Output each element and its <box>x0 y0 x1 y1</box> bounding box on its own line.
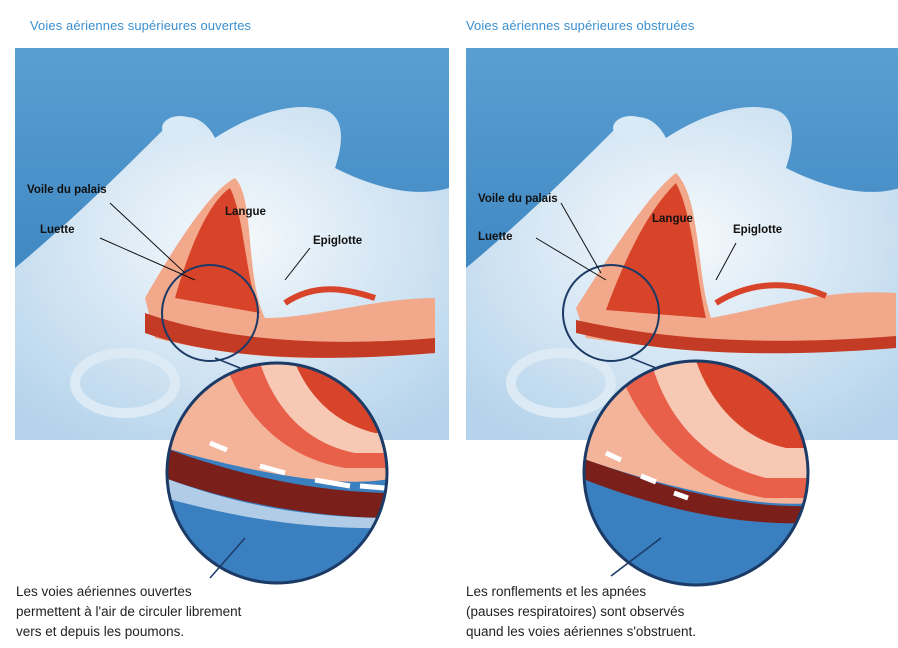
label-soft-palate: Voile du palais <box>478 193 558 205</box>
nose <box>613 116 649 140</box>
airflow-arrow-4 <box>360 486 385 488</box>
label-uvula: Luette <box>478 231 513 243</box>
panel-title-open: Voies aériennes supérieures ouvertes <box>30 18 251 33</box>
caption-line: vers et depuis les poumons. <box>16 622 241 642</box>
label-epiglottis: Epiglotte <box>313 235 362 247</box>
caption-line: quand les voies aériennes s'obstruent. <box>466 622 696 642</box>
caption-open: Les voies aériennes ouvertes permettent … <box>16 582 241 642</box>
label-soft-palate: Voile du palais <box>27 184 107 196</box>
open-airway-svg <box>15 48 449 548</box>
label-uvula: Luette <box>40 224 75 236</box>
caption-line: permettent à l'air de circuler librement <box>16 602 241 622</box>
nose <box>162 116 198 140</box>
panel-title-obstructed: Voies aériennes supérieures obstruées <box>466 18 694 33</box>
caption-line: (pauses respiratoires) sont observés <box>466 602 696 622</box>
obstructed-airway-illustration: Voile du palais Luette Langue Epiglotte <box>466 48 898 440</box>
label-tongue: Langue <box>652 213 693 225</box>
caption-line: Les ronflements et les apnées <box>466 582 696 602</box>
open-airway-illustration: Voile du palais Luette Langue Epiglotte <box>15 48 449 440</box>
obstructed-airway-svg <box>466 48 898 548</box>
caption-line: Les voies aériennes ouvertes <box>16 582 241 602</box>
label-epiglottis: Epiglotte <box>733 224 782 236</box>
caption-obstructed: Les ronflements et les apnées (pauses re… <box>466 582 696 642</box>
label-tongue: Langue <box>225 206 266 218</box>
